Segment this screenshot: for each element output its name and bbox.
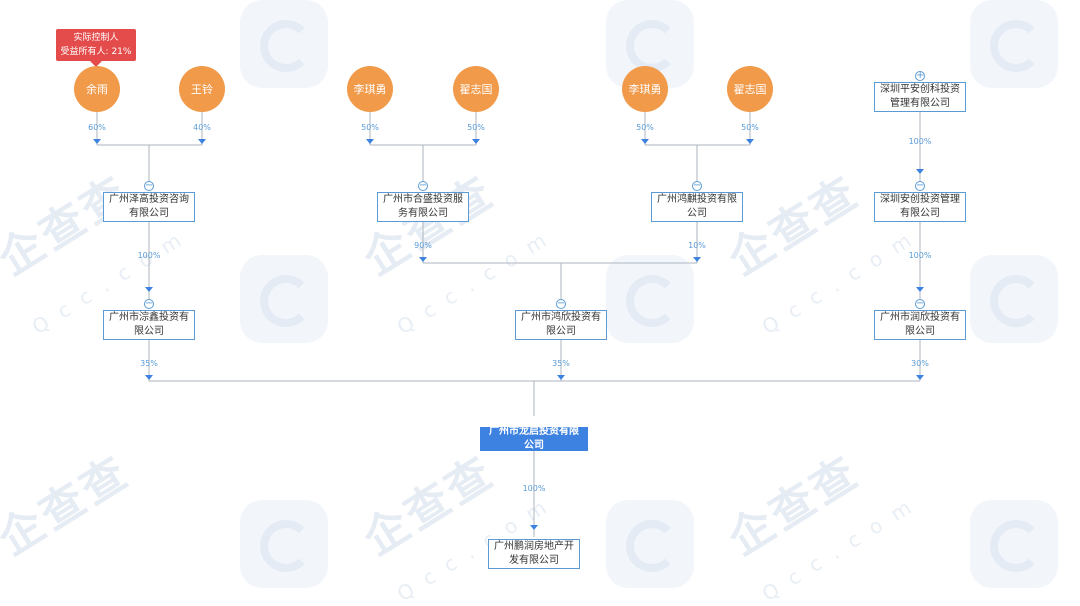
arrow-icon	[530, 525, 538, 530]
share-percent-label: 35%	[140, 359, 158, 368]
share-percent-label: 100%	[908, 136, 932, 146]
target-company-node[interactable]: 广州市龙启投资有限公司	[480, 426, 588, 451]
share-percent-label: 50%	[741, 123, 759, 132]
share-percent-label: 30%	[911, 359, 929, 368]
actual-controller-tag: 实际控制人 受益所有人: 21%	[56, 29, 136, 67]
share-percent-label: 10%	[688, 241, 706, 250]
share-percent-label: 50%	[467, 123, 485, 132]
share-percent-label: 35%	[552, 359, 570, 368]
person-node[interactable]: 余雨	[74, 66, 120, 112]
arrow-icon	[93, 139, 101, 144]
arrow-icon	[145, 287, 153, 292]
share-percent-label: 100%	[522, 484, 546, 493]
person-node[interactable]: 王铃	[179, 66, 225, 112]
arrow-icon	[557, 375, 565, 380]
share-percent-label: 100%	[137, 250, 161, 260]
person-node[interactable]: 李琪勇	[347, 66, 393, 112]
collapse-icon[interactable]: −	[144, 298, 154, 309]
person-node[interactable]: 李琪勇	[622, 66, 668, 112]
beneficial-owner-label: 受益所有人: 21%	[60, 47, 132, 57]
share-percent-label: 90%	[414, 241, 432, 250]
arrow-icon	[746, 139, 754, 144]
collapse-icon[interactable]: −	[915, 180, 925, 191]
person-node[interactable]: 翟志国	[727, 66, 773, 112]
arrow-icon	[916, 169, 924, 174]
arrow-icon	[916, 287, 924, 292]
company-node[interactable]: 广州市合盛投资服务有限公司	[377, 192, 469, 222]
collapse-icon[interactable]: −	[556, 298, 566, 309]
arrow-icon	[198, 139, 206, 144]
collapse-icon[interactable]: −	[915, 298, 925, 309]
company-node[interactable]: 广州鹏润房地产开发有限公司	[488, 539, 580, 569]
company-node[interactable]: 深圳安创投资管理有限公司	[874, 192, 966, 222]
arrow-icon	[641, 139, 649, 144]
company-node[interactable]: 广州鸿麒投资有限公司	[651, 192, 743, 222]
collapse-icon[interactable]: −	[692, 180, 702, 191]
expand-icon[interactable]: +	[915, 70, 925, 81]
company-node[interactable]: 广州市鸿欣投资有限公司	[515, 310, 607, 340]
share-percent-label: 40%	[193, 123, 211, 132]
arrow-icon	[693, 257, 701, 262]
arrow-icon	[366, 139, 374, 144]
arrow-icon	[916, 375, 924, 380]
equity-structure-diagram: 企查查 企查查 企查查 企查查 企查查 企查查 Qcc.com Qcc.com …	[0, 0, 1058, 606]
connector-lines	[93, 112, 924, 537]
share-percent-label: 50%	[636, 123, 654, 132]
company-node[interactable]: 广州市润欣投资有限公司	[874, 310, 966, 340]
share-percent-label: 60%	[88, 123, 106, 132]
company-node[interactable]: 深圳平安创科投资管理有限公司	[874, 82, 966, 112]
share-percent-label: 100%	[908, 250, 932, 260]
company-node[interactable]: 广州泽高投资咨询有限公司	[103, 192, 195, 222]
share-percent-label: 50%	[361, 123, 379, 132]
collapse-icon[interactable]: −	[418, 180, 428, 191]
person-node[interactable]: 翟志国	[453, 66, 499, 112]
arrow-icon	[472, 139, 480, 144]
arrow-icon	[419, 257, 427, 262]
actual-controller-label: 实际控制人	[73, 33, 119, 43]
arrow-icon	[145, 375, 153, 380]
collapse-icon[interactable]: −	[144, 180, 154, 191]
company-node[interactable]: 广州市淙鑫投资有限公司	[103, 310, 195, 340]
